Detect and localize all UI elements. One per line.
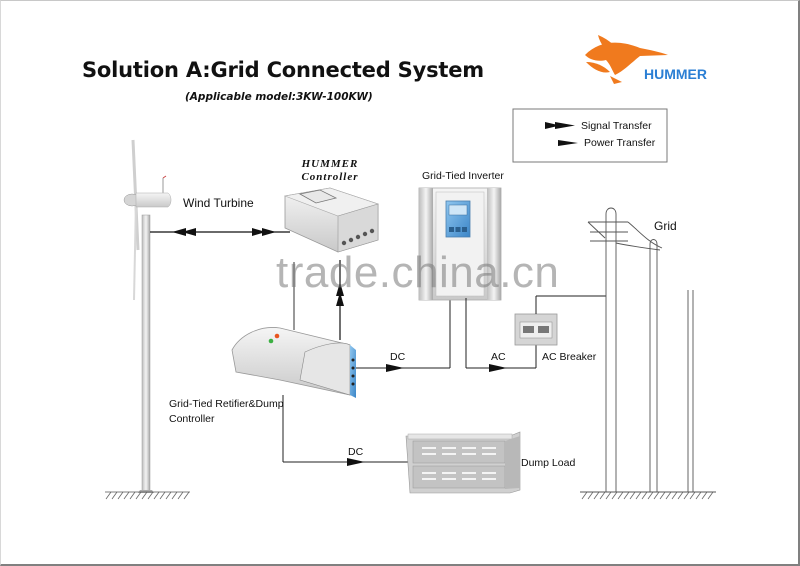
ground-hatch-mark	[593, 491, 600, 500]
ground-hatch-mark	[165, 491, 172, 500]
double-arrow-icon	[545, 122, 575, 129]
vent-slot	[422, 447, 436, 449]
ground-hatch-mark	[689, 491, 696, 500]
page-subtitle: (Applicable model:3KW-100KW)	[185, 91, 373, 103]
signal-arrow-up	[336, 260, 344, 340]
vent-slot	[422, 453, 436, 455]
turbine-ground-hatch	[105, 491, 190, 500]
grid-ground-hatch	[581, 491, 714, 500]
vent-slot	[482, 478, 496, 480]
ground-hatch-mark	[659, 491, 666, 500]
vent-slot	[462, 447, 476, 449]
legend-box	[512, 108, 668, 163]
ground-hatch-mark	[123, 491, 130, 500]
vent-slot	[442, 453, 456, 455]
ground-hatch-mark	[617, 491, 624, 500]
ground-hatch-mark	[623, 491, 630, 500]
ground-hatch-mark	[647, 491, 654, 500]
ground-hatch-mark	[707, 491, 714, 500]
vent-slot	[462, 478, 476, 480]
ground-hatch-mark	[635, 491, 642, 500]
brand-logo-text: HUMMER	[644, 66, 707, 82]
vent-slot	[482, 472, 496, 474]
rectifier-label-line1: Grid-Tied Retifier&Dump	[169, 398, 284, 410]
ground-hatch-mark	[677, 491, 684, 500]
ground-hatch-mark	[641, 491, 648, 500]
ac-breaker-label: AC Breaker	[542, 351, 597, 363]
ground-hatch-mark	[135, 491, 142, 500]
vent-slot	[422, 472, 436, 474]
ground-hatch-mark	[177, 491, 184, 500]
power-line-ac-breaker	[465, 298, 537, 372]
controller-device-icon	[283, 187, 379, 253]
controller-label-brand: HUMMER	[301, 158, 359, 170]
ground-hatch-mark	[695, 491, 702, 500]
utility-pole-icon	[580, 207, 716, 493]
hummingbird-logo-icon	[585, 35, 668, 84]
ground-hatch-mark	[599, 491, 606, 500]
dump-load-label: Dump Load	[521, 457, 576, 469]
grid-label: Grid	[654, 219, 677, 233]
wire-breaker-grid	[535, 295, 606, 314]
vent-slot	[462, 472, 476, 474]
dc-dump-load-label: DC	[348, 446, 364, 458]
page-title: Solution A:Grid Connected System	[82, 58, 484, 82]
ac-breaker-line-label: AC	[491, 351, 506, 363]
inverter-label: Grid-Tied Inverter	[422, 170, 504, 182]
ground-hatch-mark	[671, 491, 678, 500]
ground-hatch-mark	[141, 491, 148, 500]
vent-slot	[442, 478, 456, 480]
breaker-icon	[514, 313, 558, 346]
vent-slot	[482, 447, 496, 449]
ground-hatch-mark	[105, 491, 112, 500]
wind-turbine-label: Wind Turbine	[183, 196, 254, 210]
ground-hatch-mark	[665, 491, 672, 500]
ground-hatch-mark	[653, 491, 660, 500]
single-arrow-icon	[558, 140, 578, 146]
ground-hatch-mark	[701, 491, 708, 500]
ground-hatch-mark	[611, 491, 618, 500]
dump-load-icon	[405, 431, 521, 494]
ground-hatch-mark	[581, 491, 588, 500]
watermark-text: trade.china.cn	[276, 248, 560, 297]
rectifier-device-icon	[231, 327, 356, 398]
ground-hatch-mark	[153, 491, 160, 500]
power-line-dc-dump-load	[282, 395, 412, 466]
ground-hatch-mark	[129, 491, 136, 500]
vent-slot	[422, 478, 436, 480]
legend-power-label: Power Transfer	[584, 137, 656, 149]
ground-hatch-mark	[587, 491, 594, 500]
ground-hatch-mark	[117, 491, 124, 500]
ground-hatch-mark	[605, 491, 612, 500]
dump-load-vents	[422, 447, 496, 480]
controller-label-name: Controller	[301, 171, 359, 183]
wind-turbine-icon	[123, 139, 172, 493]
power-line-dc-inverter	[356, 298, 451, 372]
legend-signal-label: Signal Transfer	[581, 120, 652, 132]
ground-hatch-mark	[171, 491, 178, 500]
inverter-icon	[418, 187, 502, 301]
rectifier-label-line2: Controller	[169, 413, 215, 425]
ground-hatch-mark	[147, 491, 154, 500]
vent-slot	[462, 453, 476, 455]
vent-slot	[442, 447, 456, 449]
ground-hatch-mark	[183, 491, 190, 500]
ground-hatch-mark	[683, 491, 690, 500]
ground-hatch-mark	[629, 491, 636, 500]
ground-hatch-mark	[111, 491, 118, 500]
ground-hatch-mark	[159, 491, 166, 500]
vent-slot	[482, 453, 496, 455]
controller-label: HUMMER Controller	[292, 158, 368, 184]
vent-slot	[442, 472, 456, 474]
dc-inverter-label: DC	[390, 351, 406, 363]
signal-line-turbine-controller	[150, 228, 290, 236]
